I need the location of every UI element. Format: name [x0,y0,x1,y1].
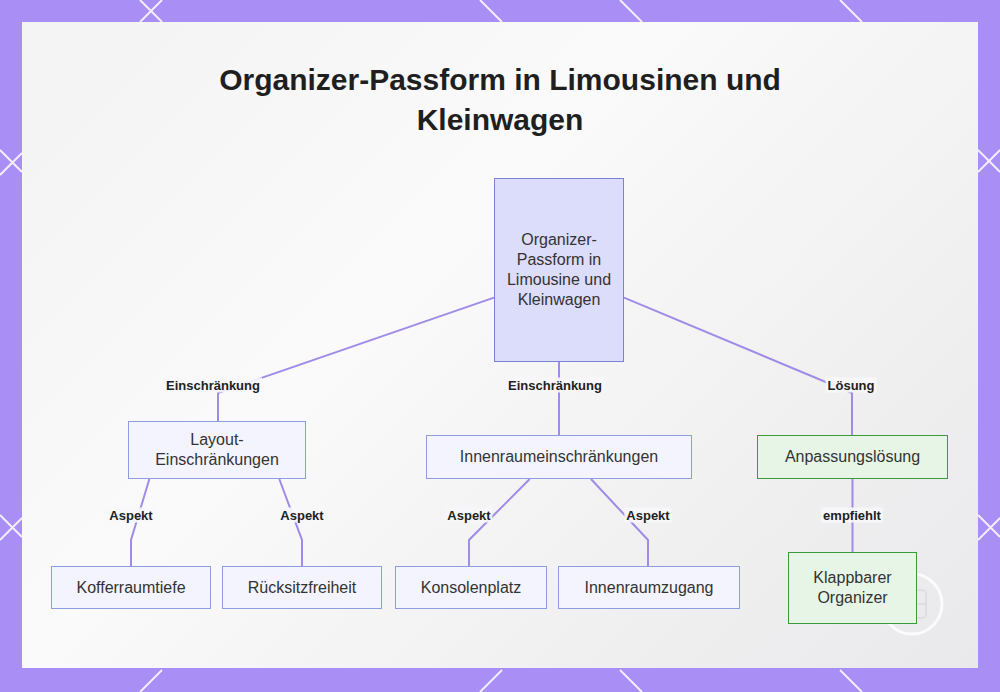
connector-line [558,362,560,435]
node-text: Rücksitzfreiheit [248,578,356,598]
aspect-box: Rücksitzfreiheit [222,566,382,609]
edge-label: Einschränkung [164,378,262,393]
connector [218,298,494,421]
frame-line [978,150,1000,172]
recommendation-box: Klappbarer Organizer [788,552,917,624]
aspect-box: Innenraumzugang [558,566,740,609]
frame-line [0,150,22,172]
frame-line [840,0,862,22]
frame-line [140,0,162,22]
connector-line [218,298,494,421]
node-text: Organizer- Passform in Limousine und Kle… [503,230,615,310]
aspect-box: Kofferraumtiefe [51,566,211,609]
connector [131,479,149,566]
edge-label: Lösung [826,378,877,393]
frame-line [978,515,1000,537]
edge-label: Aspekt [278,508,325,523]
node-text: Kofferraumtiefe [76,578,185,598]
connector [559,362,560,435]
frame-line [840,670,862,692]
root-box: Organizer- Passform in Limousine und Kle… [494,178,624,362]
aspect-box: Konsolenplatz [395,566,547,609]
frame-line [0,515,22,537]
frame-line [620,670,642,692]
frame-line [978,518,1000,540]
connector-line [469,479,530,566]
node-text: Innenraumeinschränkungen [460,447,658,467]
connector [469,479,530,566]
node-text: Layout- Einschränkungen [137,430,297,470]
node-text: Klappbarer Organizer [797,568,908,608]
connector [279,479,302,566]
edge-label: empfiehlt [821,508,883,523]
connector-line [279,479,302,566]
connector [591,479,648,566]
solution-box: Anpassungslösung [757,435,948,479]
connector-line [591,479,648,566]
frame-line [140,0,162,22]
frame-line [978,150,1000,172]
frame-line [480,0,502,22]
frame-line [620,0,642,22]
category-box: Innenraumeinschränkungen [426,435,692,479]
edge-label: Einschränkung [506,378,604,393]
connector [624,298,852,435]
frame-line [0,153,22,175]
edge-label: Aspekt [445,508,492,523]
edge-label: Aspekt [107,508,154,523]
category-box: Layout- Einschränkungen [128,421,306,479]
connector-line [624,298,852,435]
edge-label: Aspekt [624,508,671,523]
node-text: Konsolenplatz [421,578,522,598]
frame-line [0,518,22,540]
frame-line [480,670,502,692]
node-text: Innenraumzugang [585,578,714,598]
connector-line [131,479,149,566]
node-text: Anpassungslösung [785,447,920,467]
diagram-title: Organizer-Passform in Limousinen und Kle… [180,60,820,140]
frame-line [140,670,162,692]
